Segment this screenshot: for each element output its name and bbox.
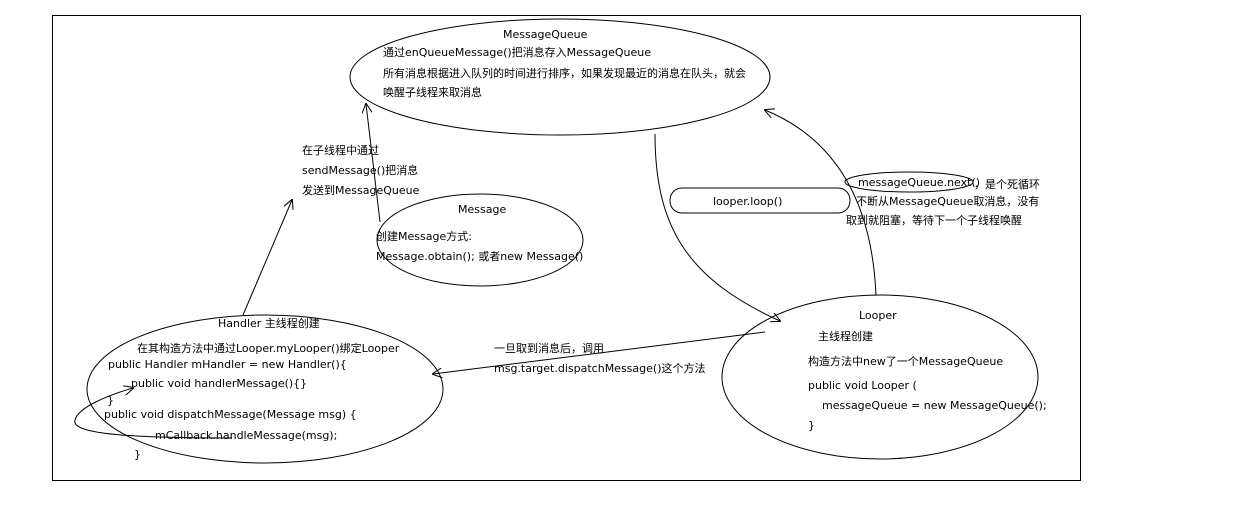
handler-title: Handler 主线程创建 [218, 317, 320, 330]
diagram-frame [52, 15, 1081, 481]
handler-text-line-1: 在其构造方法中通过Looper.myLooper()绑定Looper [137, 342, 400, 355]
messagequeue-text-line-2: 所有消息根据进入队列的时间进行排序，如果发现最近的消息在队头，就会 [383, 67, 746, 80]
send-note-line-2: sendMessage()把消息 [302, 164, 419, 177]
looper-loop-box [669, 187, 851, 214]
messagequeue-node [349, 18, 771, 136]
looper-text-line-5: } [808, 419, 815, 432]
next-note-line-2: 不断从MessageQueue取消息，没有 [856, 195, 1040, 208]
looper-text-line-2: 构造方法中new了一个MessageQueue [808, 355, 1004, 368]
messagequeue-text-line-1: 通过enQueueMessage()把消息存入MessageQueue [383, 46, 652, 59]
arrow-messagequeue-to-looper [654, 133, 780, 321]
send-note-line-1: 在子线程中通过 [302, 144, 379, 157]
dispatch-note-line-1: 一旦取到消息后，调用 [494, 342, 604, 355]
looper-text-line-1: 主线程创建 [818, 330, 873, 343]
handler-text-line-7: } [134, 448, 141, 461]
handler-text-line-4: } [107, 394, 114, 407]
messagequeue-text-line-3: 唤醒子线程来取消息 [383, 86, 482, 99]
arrow-looper-to-handler [433, 331, 766, 374]
next-note-line-1: ，是个死循环 [974, 178, 1040, 191]
dispatch-note-line-2: msg.target.dispatchMessage()这个方法 [494, 362, 706, 375]
handler-text-line-3: public void handlerMessage(){} [131, 377, 308, 390]
looper-node [721, 294, 1039, 460]
arrow-message-to-messagequeue [366, 104, 381, 223]
message-text-line-1: 创建Message方式: [376, 230, 472, 243]
looper-text-line-4: messageQueue = new MessageQueue(); [822, 399, 1047, 412]
handler-text-line-5: public void dispatchMessage(Message msg)… [104, 408, 357, 421]
message-text-line-2: Message.obtain(); 或者new Message() [376, 250, 584, 263]
next-call-highlight [844, 171, 974, 193]
looper-text-line-3: public void Looper ( [808, 379, 917, 392]
handler-node [86, 314, 444, 464]
arrow-dispatch-to-handlemessage [74, 388, 233, 439]
send-note-line-3: 发送到MessageQueue [302, 184, 420, 197]
looper-loop-label: looper.loop() [713, 195, 783, 208]
message-title: Message [458, 203, 507, 216]
handler-text-line-6: mCallback.handleMessage(msg); [155, 429, 338, 442]
arrow-looper-to-messagequeue [765, 110, 877, 296]
message-node [376, 193, 584, 287]
messagequeue-title: MessageQueue [503, 28, 588, 41]
arrow-handler-to-send-note [242, 200, 292, 316]
next-note-call: messageQueue.next() [858, 176, 981, 189]
next-note-line-3: 取到就阻塞，等待下一个子线程唤醒 [846, 214, 1022, 227]
handler-text-line-2: public Handler mHandler = new Handler(){ [108, 358, 347, 371]
looper-title: Looper [859, 309, 897, 322]
